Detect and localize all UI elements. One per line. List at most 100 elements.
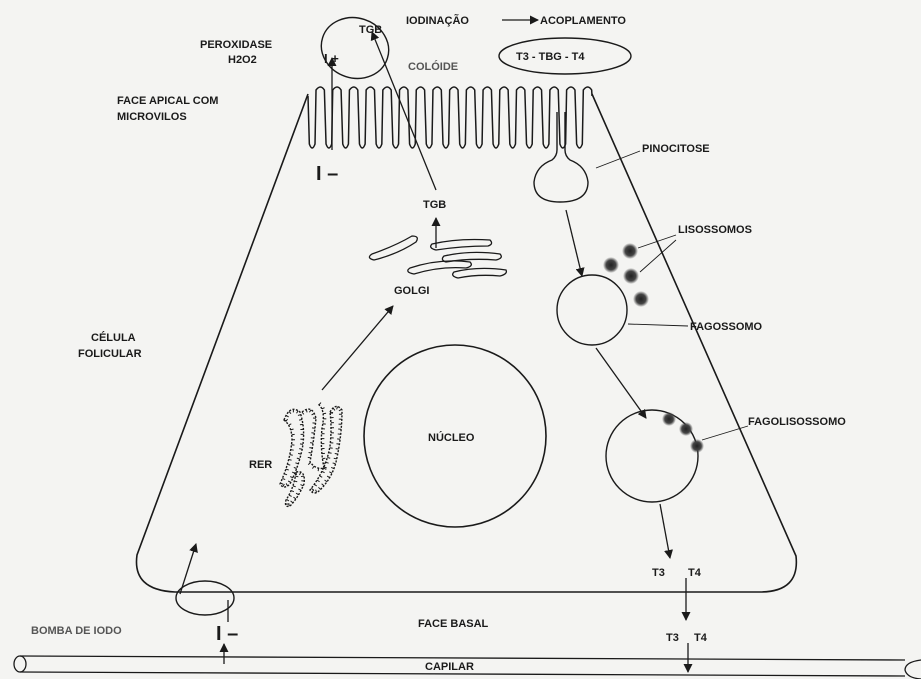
lysosomes-label: LISOSSOMOS — [678, 224, 752, 236]
lysosome-granules — [603, 243, 649, 307]
apical-microvilli — [308, 87, 592, 148]
rer-ribosome — [308, 457, 311, 458]
rer-ribosome — [289, 495, 292, 496]
rer-ribosome — [299, 419, 302, 420]
i-minus-apical-label: I – — [316, 163, 338, 185]
pump-entry-arrow — [180, 544, 196, 594]
t3-outer-label: T3 — [666, 632, 679, 644]
tgb-top-label: TGB — [359, 24, 382, 36]
t3-inner-label: T3 — [652, 567, 665, 579]
pinocytosis-to-phagosome-arrow — [566, 210, 582, 276]
rer-tubule — [310, 406, 342, 493]
rer-ribosome — [299, 449, 302, 450]
rer-tubule — [280, 409, 304, 487]
t4-inner-label: T4 — [688, 567, 702, 579]
rer-ribosome — [330, 448, 333, 449]
rer-ribosome — [296, 493, 299, 495]
capillary-right-end — [905, 660, 921, 679]
phagosome-label: FAGOSSOMO — [690, 321, 763, 333]
h2o2-label: H2O2 — [228, 54, 257, 66]
rer-ribosome — [280, 483, 283, 484]
rer-ribosome — [282, 478, 285, 479]
capillary-left-end — [14, 656, 26, 672]
rer-ribosome — [293, 497, 295, 499]
rer-ribosome — [289, 424, 292, 426]
apical-face-label-1: FACE APICAL COM — [117, 95, 218, 107]
rer-ribosome — [309, 410, 311, 412]
iodine-pump-label: BOMBA DE IODO — [31, 625, 122, 637]
rer-ribosome — [288, 481, 291, 482]
t3-tbg-t4-label: T3 - TBG - T4 — [516, 51, 585, 63]
iodine-pump — [176, 581, 234, 615]
tgb-mid-label: TGB — [423, 199, 446, 211]
rer-ribosome — [300, 485, 303, 486]
rough-endoplasmic-reticulum — [280, 403, 342, 507]
colloid-label: COLÓIDE — [408, 60, 458, 73]
rer-ribosome — [320, 476, 323, 477]
rer-ribosome — [291, 491, 294, 492]
i-minus-basal-label: I – — [216, 623, 238, 645]
rer-ribosome — [329, 472, 332, 473]
rer-ribosome — [308, 463, 310, 465]
rer-ribosome — [312, 414, 315, 415]
golgi-label: GOLGI — [394, 285, 429, 297]
rer-ribosome — [314, 484, 316, 486]
iodination-label: IODINAÇÃO — [406, 14, 469, 27]
rer-ribosome — [334, 458, 337, 459]
rer-ribosome — [286, 415, 289, 416]
rer-ribosome — [333, 408, 335, 410]
rer-ribosome — [325, 480, 327, 482]
rer-ribosome — [294, 481, 297, 482]
capillary-label: CAPILAR — [425, 661, 474, 673]
follicular-cell-label-2: FOLICULAR — [78, 348, 142, 360]
rer-ribosome — [333, 463, 336, 464]
rer-ribosome — [312, 466, 314, 468]
rer-ribosome — [318, 487, 320, 489]
rer-ribosome — [324, 467, 327, 468]
rer-ribosome — [286, 483, 287, 486]
rer-ribosome — [336, 449, 339, 450]
rer-ribosome — [291, 501, 293, 503]
rer-ribosome — [290, 455, 293, 456]
colloid-reaction-loop — [313, 9, 396, 87]
rer-ribosome — [317, 480, 320, 482]
follicular-cell-label-1: CÉLULA — [91, 331, 136, 344]
rer-ribosome — [319, 403, 321, 405]
rer-ribosome — [292, 472, 295, 473]
rer-ribosome — [294, 467, 297, 468]
rer-ribosome — [286, 499, 289, 501]
rer-ribosome — [322, 408, 325, 409]
rer-ribosome — [298, 489, 301, 490]
lysosomes-leader-1 — [638, 235, 676, 248]
rer-ribosome — [322, 471, 325, 472]
rer-ribosome — [297, 458, 300, 459]
rer-ribosome — [301, 476, 304, 477]
rer-ribosome — [327, 476, 330, 478]
rer-ribosome — [329, 453, 332, 454]
rer-ribosome — [337, 407, 338, 410]
basal-face-label: FACE BASAL — [418, 618, 489, 630]
i-plus-label: I + — [324, 51, 339, 66]
release-arrow-inner — [660, 504, 670, 558]
rer-ribosome — [331, 467, 334, 468]
rer-ribosome — [295, 476, 298, 477]
rer-ribosome — [287, 464, 290, 465]
phagosome — [557, 275, 627, 345]
apical-face-label-2: MICROVILOS — [117, 111, 187, 123]
rer-ribosome — [302, 412, 304, 414]
rer-ribosome — [289, 459, 292, 460]
pinocytosis-label: PINOCITOSE — [642, 143, 710, 155]
rer-ribosome — [335, 453, 338, 454]
rer-ribosome — [316, 490, 317, 493]
phagosome-to-phagolysosome-arrow — [596, 348, 646, 418]
phagolysosome-granules — [662, 412, 704, 453]
rer-to-golgi-arrow — [322, 306, 393, 390]
rer-ribosome — [327, 457, 330, 458]
phagosome-leader — [628, 324, 688, 326]
peroxidase-label: PEROXIDASE — [200, 39, 272, 51]
rer-ribosome — [311, 488, 313, 490]
rer-ribosome — [339, 409, 342, 410]
rer-ribosome — [297, 411, 299, 414]
